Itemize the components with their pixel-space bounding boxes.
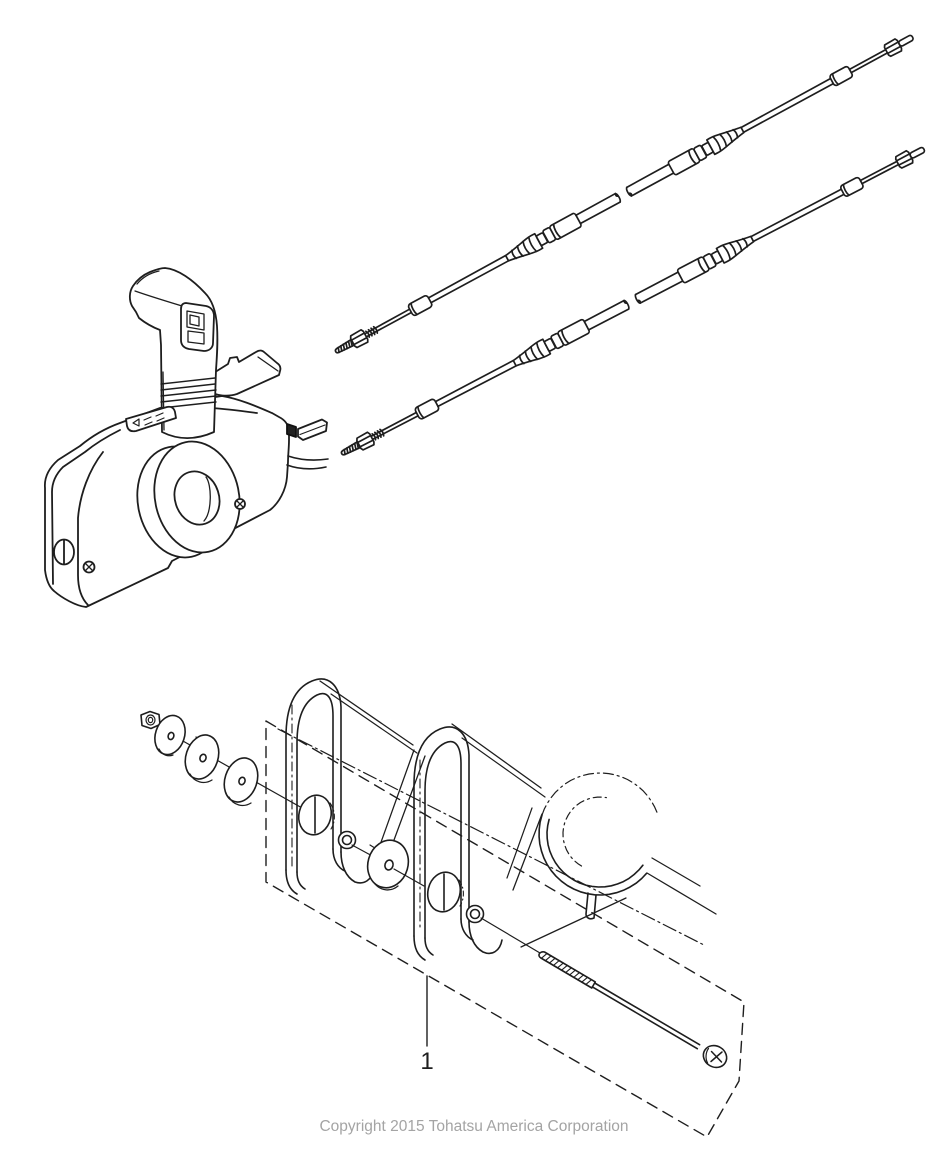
svg-text:1: 1	[420, 1048, 433, 1075]
svg-text:Copyright 2015 Tohatsu America: Copyright 2015 Tohatsu America Corporati…	[319, 1118, 628, 1135]
